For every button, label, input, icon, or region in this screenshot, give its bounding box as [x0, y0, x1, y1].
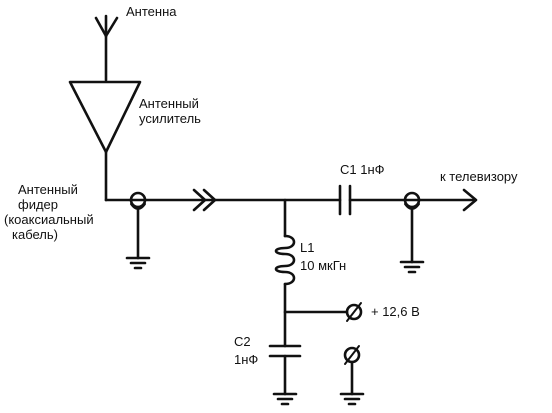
antenna-label: Антенна: [126, 4, 177, 19]
capacitor-c1-symbol: [338, 184, 476, 216]
ground-symbol-left: [125, 256, 151, 270]
arrow-to-tv-icon: [462, 188, 478, 212]
c2-value: 1нФ: [234, 352, 259, 367]
capacitor-c2-symbol: [268, 344, 302, 396]
feeder-label-line3: (коаксиальный: [4, 212, 94, 227]
l1-name: L1: [300, 240, 315, 255]
amplifier-label: Антенный усилитель: [139, 96, 201, 126]
c2-label: C2 1нФ: [234, 334, 258, 367]
amplifier-label-line2: усилитель: [139, 111, 201, 126]
inductor-l1-symbol: [274, 234, 296, 348]
l1-label: L1 10 мкГн: [300, 240, 346, 273]
l1-value: 10 мкГн: [300, 258, 347, 273]
antenna-symbol: [94, 14, 119, 82]
c2-name: C2: [234, 334, 251, 349]
to-tv-label: к телевизору: [440, 169, 518, 184]
ground-symbol-right: [399, 260, 425, 274]
power-label: + 12,6 В: [371, 304, 420, 319]
chevron-connector-symbol: [192, 188, 217, 212]
c1-label: C1 1нФ: [340, 162, 385, 177]
power-tap: [283, 302, 363, 322]
feeder-label-line1: Антенный: [18, 182, 78, 197]
feeder-label: Антенный фидер (коаксиальный кабель): [4, 182, 94, 242]
coax-connector-left: [129, 191, 147, 260]
amplifier-label-line1: Антенный: [139, 96, 199, 111]
power-ground-terminal: [339, 345, 365, 406]
antenna-amplifier-symbol: [68, 80, 142, 202]
feeder-label-line2: фидер: [18, 197, 59, 212]
coax-connector-right: [403, 191, 421, 264]
feeder-label-line4: кабель): [12, 227, 58, 242]
ground-symbol-c2: [272, 392, 298, 406]
